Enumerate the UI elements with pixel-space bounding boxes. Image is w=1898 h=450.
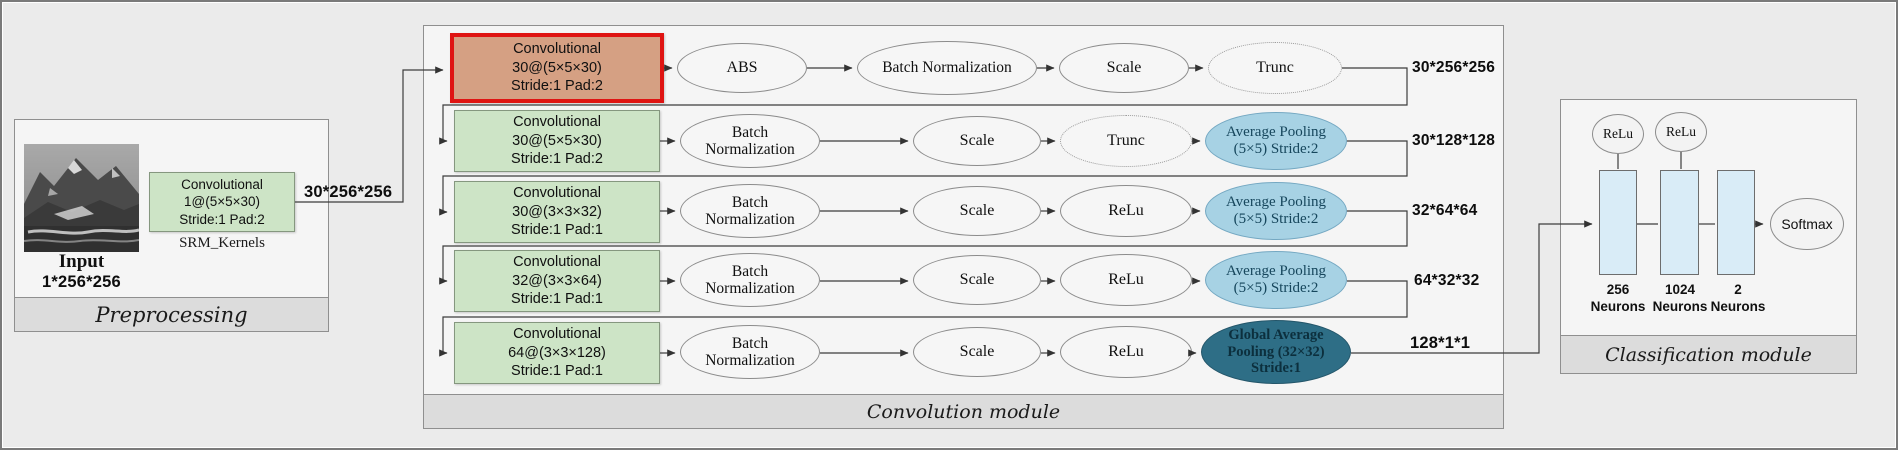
op-batchnorm-row3: Batch Normalization [680, 184, 820, 238]
op-label: Batch Normalization [705, 193, 795, 228]
op-label: ReLu [1108, 202, 1144, 220]
op-label: Scale [1106, 59, 1142, 77]
op-label: Batch Normalization [705, 123, 795, 158]
conv-line: 30@(5×5×30) [512, 132, 602, 149]
conv-line: Stride:1 Pad:2 [511, 151, 603, 168]
conv-line: Stride:1 Pad:1 [511, 291, 603, 308]
classification-module-footer: Classification module [1560, 335, 1857, 374]
conv-line: Convolutional [181, 177, 263, 193]
op-batchnorm-row5: Batch Normalization [680, 325, 820, 379]
op-label: Batch Normalization [705, 334, 795, 369]
conv-block-row3: Convolutional 30@(3×3×32) Stride:1 Pad:1 [454, 181, 660, 243]
conv-line: Convolutional [513, 254, 601, 271]
op-label: Scale [959, 202, 995, 220]
op-label: Trunc [1256, 59, 1294, 77]
conv-line: 30@(3×3×32) [512, 203, 602, 220]
fc-label-256: 256 Neurons [1588, 282, 1648, 316]
op-label: Scale [959, 132, 995, 150]
op-scale-row3: Scale [913, 186, 1041, 236]
op-scale-row1: Scale [1059, 43, 1189, 93]
relu-label: ReLu [1666, 124, 1696, 139]
conv-block-row4: Convolutional 32@(3×3×64) Stride:1 Pad:1 [454, 250, 660, 312]
op-label: Average Pooling (5×5) Stride:2 [1225, 124, 1327, 157]
op-label: ReLu [1108, 343, 1144, 361]
op-label: Global Average Pooling (32×32) Stride:1 [1227, 326, 1325, 377]
conv-line: 30@(5×5×30) [512, 59, 602, 76]
softmax-ellipse: Softmax [1770, 198, 1844, 250]
conv-block-row2: Convolutional 30@(5×5×30) Stride:1 Pad:2 [454, 110, 660, 172]
op-relu-row4: ReLu [1060, 254, 1192, 306]
conv-line: Stride:1 Pad:1 [511, 363, 603, 380]
op-avgpool-row2: Average Pooling (5×5) Stride:2 [1205, 112, 1347, 170]
convolution-footer-label: Convolution module [866, 400, 1061, 423]
dims-row1: 30*256*256 [1412, 59, 1496, 76]
conv-line: 64@(3×3×128) [508, 344, 606, 361]
op-scale-row4: Scale [913, 255, 1041, 305]
op-label: Average Pooling (5×5) Stride:2 [1225, 194, 1327, 227]
op-label: Batch Normalization [705, 262, 795, 297]
op-scale-row2: Scale [913, 116, 1041, 166]
op-label: Trunc [1107, 132, 1145, 150]
neuron-unit: Neurons [1710, 298, 1766, 314]
dims-row3: 32*64*64 [1412, 202, 1478, 219]
op-label: Scale [959, 343, 995, 361]
relu-circle-1: ReLu [1592, 114, 1644, 154]
preprocessing-footer: Preprocessing [14, 297, 329, 332]
op-batchnorm-row2: Batch Normalization [680, 114, 820, 168]
fc-layer-256 [1599, 170, 1637, 275]
input-image [24, 144, 139, 252]
conv-line: Stride:1 Pad:2 [511, 78, 603, 95]
op-batchnorm-row4: Batch Normalization [680, 253, 820, 307]
softmax-label: Softmax [1781, 216, 1833, 232]
conv-line: Convolutional [513, 114, 601, 131]
neuron-unit: Neurons [1652, 298, 1708, 314]
srm-kernels-label: SRM_Kernels [179, 235, 265, 251]
preprocessing-conv-block: Convolutional 1@(5×5×30) Stride:1 Pad:2 [149, 172, 295, 232]
conv-line: Stride:1 Pad:1 [511, 222, 603, 239]
op-scale-row5: Scale [913, 327, 1041, 377]
op-relu-row3: ReLu [1060, 185, 1192, 237]
dims-row2: 30*128*128 [1412, 132, 1496, 149]
neuron-count: 256 [1606, 282, 1630, 297]
op-trunc-row2: Trunc [1060, 115, 1192, 167]
input-dims: 1*256*256 [42, 273, 121, 291]
fc-layer-1024 [1660, 170, 1699, 275]
conv-line: Convolutional [513, 326, 601, 343]
op-label: Batch Normalization [882, 59, 1012, 77]
neuron-unit: Neurons [1590, 298, 1646, 314]
op-batchnorm-row1: Batch Normalization [857, 41, 1037, 95]
conv-block-row5: Convolutional 64@(3×3×128) Stride:1 Pad:… [454, 322, 660, 384]
op-abs-row1: ABS [677, 43, 807, 93]
op-label: Scale [959, 271, 995, 289]
relu-label: ReLu [1603, 126, 1633, 141]
fc-label-2: 2 Neurons [1708, 282, 1768, 316]
conv-line: Convolutional [513, 41, 601, 58]
dims-row4: 64*32*32 [1414, 272, 1480, 289]
classification-footer-label: Classification module [1605, 343, 1812, 366]
conv-line: 32@(3×3×64) [512, 272, 602, 289]
op-trunc-row1: Trunc [1208, 42, 1342, 94]
op-label: Average Pooling (5×5) Stride:2 [1225, 263, 1327, 296]
op-global-avgpool-row5: Global Average Pooling (32×32) Stride:1 [1201, 320, 1351, 384]
convolution-module-footer: Convolution module [423, 394, 1504, 429]
preprocessing-footer-label: Preprocessing [95, 302, 248, 327]
conv-block-row1: Convolutional 30@(5×5×30) Stride:1 Pad:2 [450, 33, 664, 103]
op-label: ReLu [1108, 271, 1144, 289]
fc-label-1024: 1024 Neurons [1650, 282, 1710, 316]
op-relu-row5: ReLu [1060, 326, 1192, 378]
conv-line: Stride:1 Pad:2 [179, 211, 265, 227]
neuron-count: 1024 [1664, 282, 1696, 297]
op-avgpool-row3: Average Pooling (5×5) Stride:2 [1205, 182, 1347, 240]
dims-row5: 128*1*1 [1410, 334, 1471, 352]
conv-line: 1@(5×5×30) [183, 194, 260, 210]
neuron-count: 2 [1734, 282, 1742, 297]
input-caption: Input [58, 251, 105, 272]
relu-circle-2: ReLu [1655, 112, 1707, 152]
conv-line: Convolutional [513, 185, 601, 202]
op-label: ABS [726, 59, 758, 77]
fc-layer-2 [1717, 170, 1755, 275]
op-avgpool-row4: Average Pooling (5×5) Stride:2 [1205, 251, 1347, 309]
preprocessing-output-dims: 30*256*256 [304, 183, 393, 201]
